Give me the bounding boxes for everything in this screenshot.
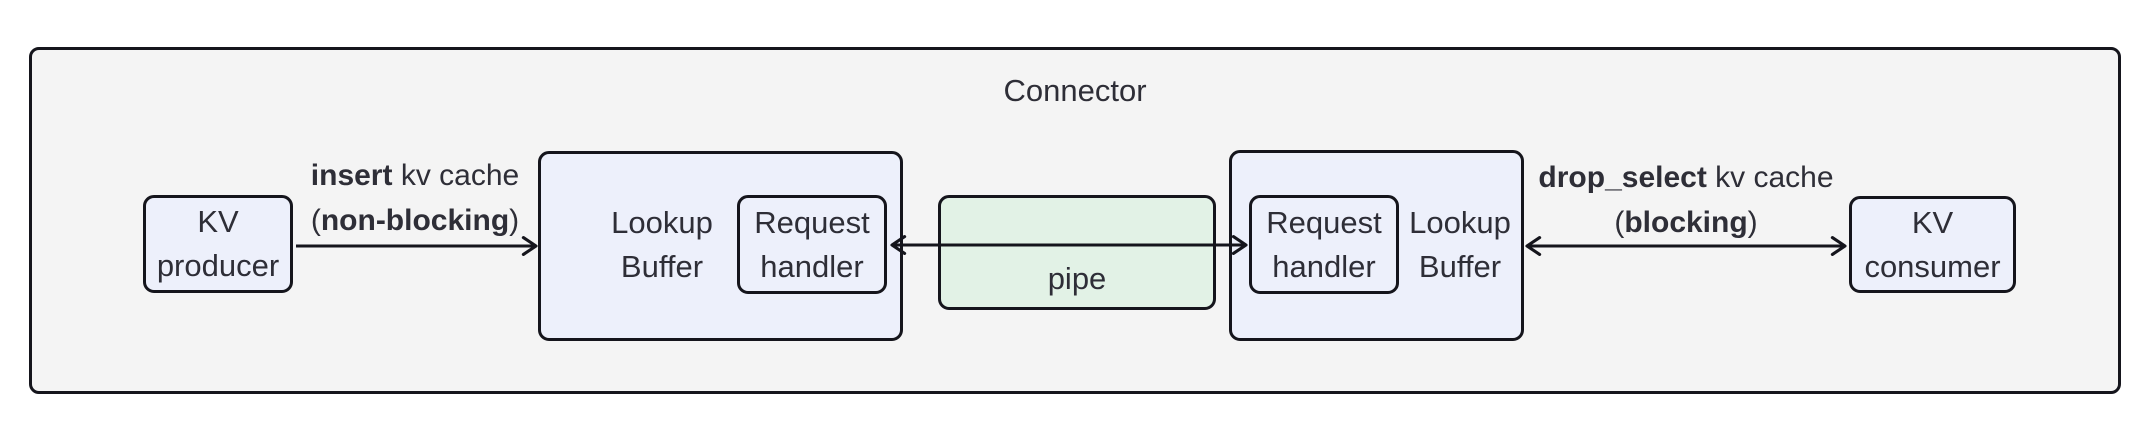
insert-edge-label: insert kv cache (non-blocking) <box>215 153 615 243</box>
lookup-buffer-right-node: Request handler Lookup Buffer <box>1229 150 1524 341</box>
kv-consumer-label-line1: KV <box>1911 204 1954 240</box>
lookup-buffer-left-label: Lookup Buffer <box>611 204 713 284</box>
pipe-node: pipe <box>938 195 1216 310</box>
connector-group-label: Connector <box>1003 73 1147 108</box>
drop-select-edge-label-line2: (blocking) <box>1614 206 1758 239</box>
insert-edge-label-line2: (non-blocking) <box>310 204 520 237</box>
drop-select-edge-label: drop_select kv cache (blocking) <box>1466 155 1906 245</box>
kv-producer-label-line2: producer <box>156 248 280 283</box>
insert-edge-label-line1: insert kv cache <box>310 159 520 192</box>
pipe-label: pipe <box>1047 261 1107 296</box>
request-handler-right-node: Request handler <box>1249 195 1399 294</box>
kv-consumer-label-line2: consumer <box>1864 248 2001 284</box>
kv-producer-label-line1: KV <box>197 204 239 239</box>
lookup-buffer-left-node: Lookup Buffer Request handler <box>538 151 903 341</box>
kv-producer-node: KV producer <box>143 195 293 293</box>
request-handler-left-node: Request handler <box>737 195 887 294</box>
lookup-buffer-right-label: Lookup Buffer <box>1409 204 1511 284</box>
kv-consumer-node: KV consumer <box>1849 196 2016 293</box>
drop-select-edge-label-line1: drop_select kv cache <box>1538 161 1834 194</box>
connector-group: Connector KV producer insert kv cache (n… <box>29 47 2121 394</box>
